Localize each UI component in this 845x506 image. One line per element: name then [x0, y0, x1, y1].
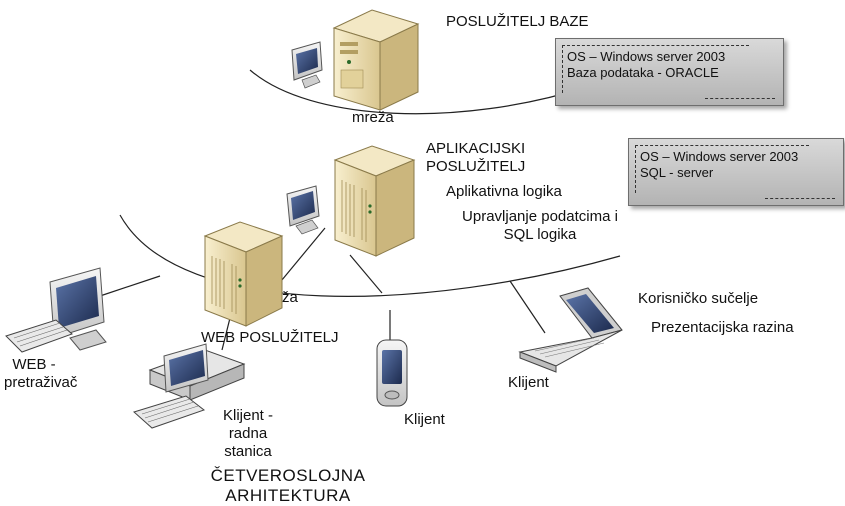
data-management-label: Upravljanje podatcima i SQL logika: [445, 208, 635, 244]
laptop-icon: [518, 287, 623, 373]
app-logic-label: Aplikativna logika: [446, 183, 562, 200]
workstation-line1: Klijent -: [222, 407, 274, 424]
network-label-middle: ža: [282, 289, 298, 306]
web-browser-label: WEB - pretraživač: [4, 356, 78, 392]
data-management-line1: Upravljanje podatcima i: [462, 208, 618, 225]
db-info-box-dash: [705, 98, 775, 99]
app-server-label-line2: POSLUŽITELJ: [426, 158, 526, 175]
db-info-box-text: OS – Windows server 2003 Baza podataka -…: [562, 45, 749, 93]
laptop-client-label: Klijent: [508, 374, 549, 391]
keyboard-icon: [133, 395, 206, 429]
web-browser-line2: pretraživač: [4, 374, 78, 391]
app-info-os: OS – Windows server 2003: [640, 149, 799, 164]
user-interface-label: Korisničko sučelje: [638, 290, 759, 307]
laptop-link: [509, 280, 546, 334]
presentation-layer-label: Prezentacijska razina: [651, 319, 794, 336]
architecture-title-line2: ARHITEKTURA: [225, 486, 351, 505]
workstation-label: Klijent - radna stanica: [214, 407, 282, 461]
app-network-link: [349, 254, 383, 294]
monitor-icon: [291, 41, 323, 89]
web-server-icon: [203, 221, 284, 327]
db-info-database: Baza podataka - ORACLE: [567, 65, 719, 80]
data-management-line2: SQL logika: [503, 226, 577, 243]
pda-icon: [376, 339, 408, 407]
web-server-label: WEB POSLUŽITELJ: [201, 329, 339, 346]
network-lines: [99, 69, 621, 351]
db-server-label: POSLUŽITELJ BAZE: [446, 13, 589, 30]
app-info-box-dash: [765, 198, 835, 199]
db-info-os: OS – Windows server 2003: [567, 49, 726, 64]
app-info-box: OS – Windows server 2003 SQL - server: [628, 138, 844, 206]
app-info-box-text: OS – Windows server 2003 SQL - server: [635, 145, 809, 193]
database-server-icon: [332, 9, 420, 111]
monitor-icon: [49, 267, 107, 351]
keyboard-icon: [5, 319, 73, 353]
web-browser-line1: WEB -: [12, 356, 56, 373]
workstation-line3: stanica: [224, 443, 272, 460]
app-server-label-line1: APLIKACIJSKI: [426, 140, 526, 157]
app-info-sql: SQL - server: [640, 165, 714, 180]
architecture-title: ČETVEROSLOJNA ARHITEKTURA: [198, 466, 378, 506]
browser-link: [99, 275, 161, 297]
app-server-label: APLIKACIJSKI POSLUŽITELJ: [426, 140, 525, 176]
db-info-box: OS – Windows server 2003 Baza podataka -…: [555, 38, 784, 106]
app-server-icon: [333, 145, 416, 257]
desktop-computer-icon: [148, 343, 246, 401]
workstation-line2: radna: [228, 425, 268, 442]
network-label-top: mreža: [352, 109, 394, 126]
top-network-arc: [249, 69, 591, 115]
monitor-icon: [286, 185, 320, 235]
middle-network-arc: [119, 214, 621, 297]
pda-client-label: Klijent: [404, 411, 445, 428]
architecture-title-line1: ČETVEROSLOJNA: [210, 466, 366, 485]
